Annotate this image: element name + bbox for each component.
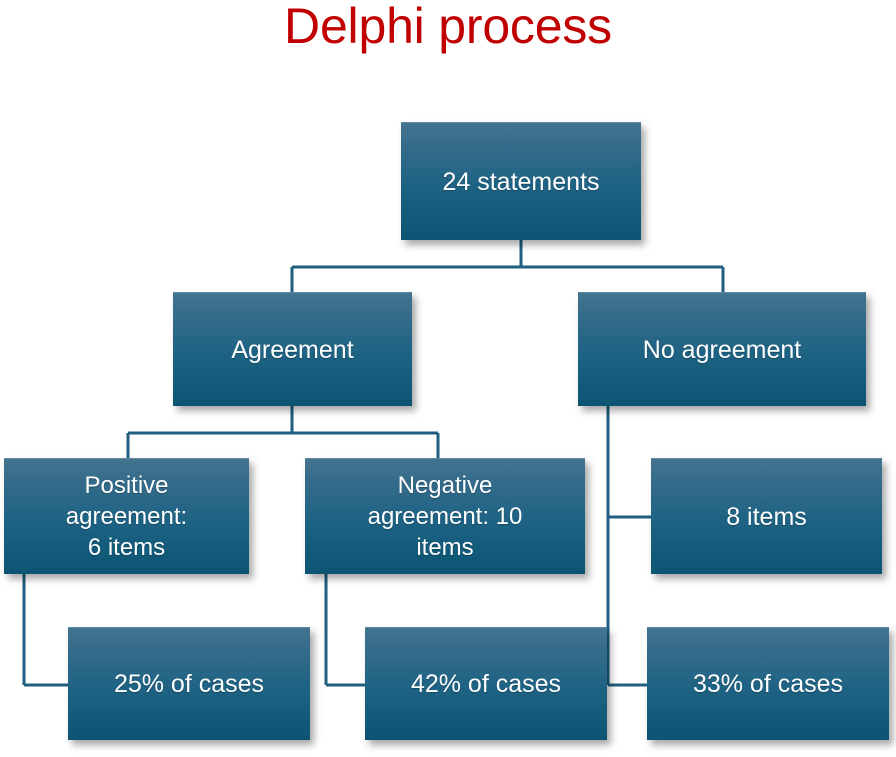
page-title: Delphi process (284, 0, 612, 54)
node-label: Positive agreement: 6 items (65, 472, 188, 561)
node-label: Agreement (231, 335, 354, 364)
node-positive-agreement[interactable]: Positive agreement: 6 items (4, 458, 249, 574)
node-25-percent-of-cases[interactable]: 25% of cases (68, 627, 310, 740)
node-label: No agreement (642, 335, 802, 364)
node-label: 8 items (726, 502, 807, 531)
node-label: 24 statements (442, 167, 600, 196)
node-24-statements[interactable]: 24 statements (401, 122, 641, 240)
node-agreement[interactable]: Agreement (173, 292, 412, 406)
node-negative-agreement[interactable]: Negative agreement: 10 items (305, 458, 585, 574)
node-label: Negative agreement: 10 items (367, 472, 523, 561)
node-8-items[interactable]: 8 items (651, 458, 882, 574)
node-33-percent-of-cases[interactable]: 33% of cases (647, 627, 889, 740)
node-label: 25% of cases (113, 670, 265, 698)
node-label: 42% of cases (410, 670, 562, 698)
node-no-agreement[interactable]: No agreement (578, 292, 866, 406)
node-42-percent-of-cases[interactable]: 42% of cases (365, 627, 607, 740)
node-label: 33% of cases (692, 670, 844, 698)
